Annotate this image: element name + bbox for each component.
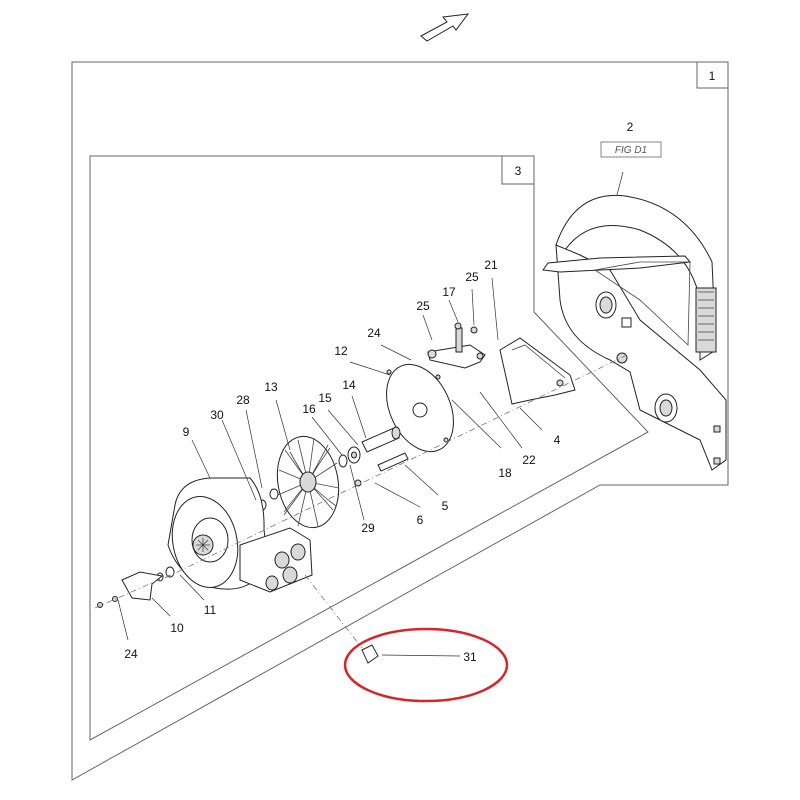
mount-bracket-part-21 [427, 322, 486, 369]
callout-25-right: 25 [465, 270, 479, 284]
callout-29: 29 [361, 521, 375, 535]
callout-13: 13 [264, 380, 278, 394]
assembly-axis-line-bolts [94, 574, 171, 609]
callout-28: 28 [236, 393, 250, 407]
nut-part-28 [269, 488, 279, 500]
callout-2: 2 [627, 120, 634, 134]
highlight-circle [343, 627, 509, 703]
backing-plate-part-12 [386, 363, 454, 453]
inner-frame-label: 3 [515, 164, 522, 178]
callout-11: 11 [204, 603, 217, 617]
inner-frame-label-box [501, 155, 535, 185]
callout-30: 30 [210, 408, 224, 422]
callout-21: 21 [484, 258, 498, 272]
callout-10: 10 [170, 621, 184, 635]
blower-housing-part-9 [167, 477, 313, 593]
screw-part-24-lower [97, 596, 118, 608]
impeller-fan-part-13 [276, 435, 340, 529]
callout-12: 12 [334, 344, 348, 358]
callout-labels: 2 4 5 6 9 10 11 12 13 14 15 16 17 18 21 … [124, 120, 633, 664]
callout-4: 4 [554, 433, 561, 447]
callout-25-left: 25 [416, 299, 430, 313]
outer-frame-label-box [696, 61, 729, 89]
callout-17: 17 [442, 285, 456, 299]
bracket-part-4 [499, 337, 576, 405]
assembly-axis-line-lower [304, 574, 363, 649]
callout-14: 14 [342, 378, 356, 392]
callout-16: 16 [302, 402, 316, 416]
callout-31: 31 [463, 650, 477, 664]
callout-15: 15 [318, 391, 332, 405]
fig-ref-label: FIG D1 [615, 145, 647, 156]
cap-part-10 [121, 571, 164, 601]
shaft-part-14 [361, 426, 401, 453]
callout-6: 6 [417, 513, 424, 527]
callout-24-lower: 24 [124, 647, 138, 661]
bolt-part-6 [354, 479, 362, 487]
spacer-part-16 [338, 446, 361, 468]
callout-5: 5 [442, 499, 449, 513]
callout-22: 22 [522, 453, 536, 467]
outer-frame-label: 1 [709, 69, 716, 83]
gasket-part-11 [156, 566, 175, 582]
callout-9: 9 [183, 425, 190, 439]
leader-lines [117, 171, 624, 657]
assembly-axis-line [164, 355, 626, 579]
fig-ref-box [600, 141, 662, 158]
rod-part-5 [377, 452, 409, 472]
direction-arrow-icon [420, 13, 470, 42]
callout-24-upper: 24 [367, 326, 381, 340]
housing-cover-part [542, 194, 727, 471]
cap-part-31 [361, 644, 379, 664]
callout-18: 18 [498, 466, 512, 480]
outer-frame [71, 61, 729, 781]
